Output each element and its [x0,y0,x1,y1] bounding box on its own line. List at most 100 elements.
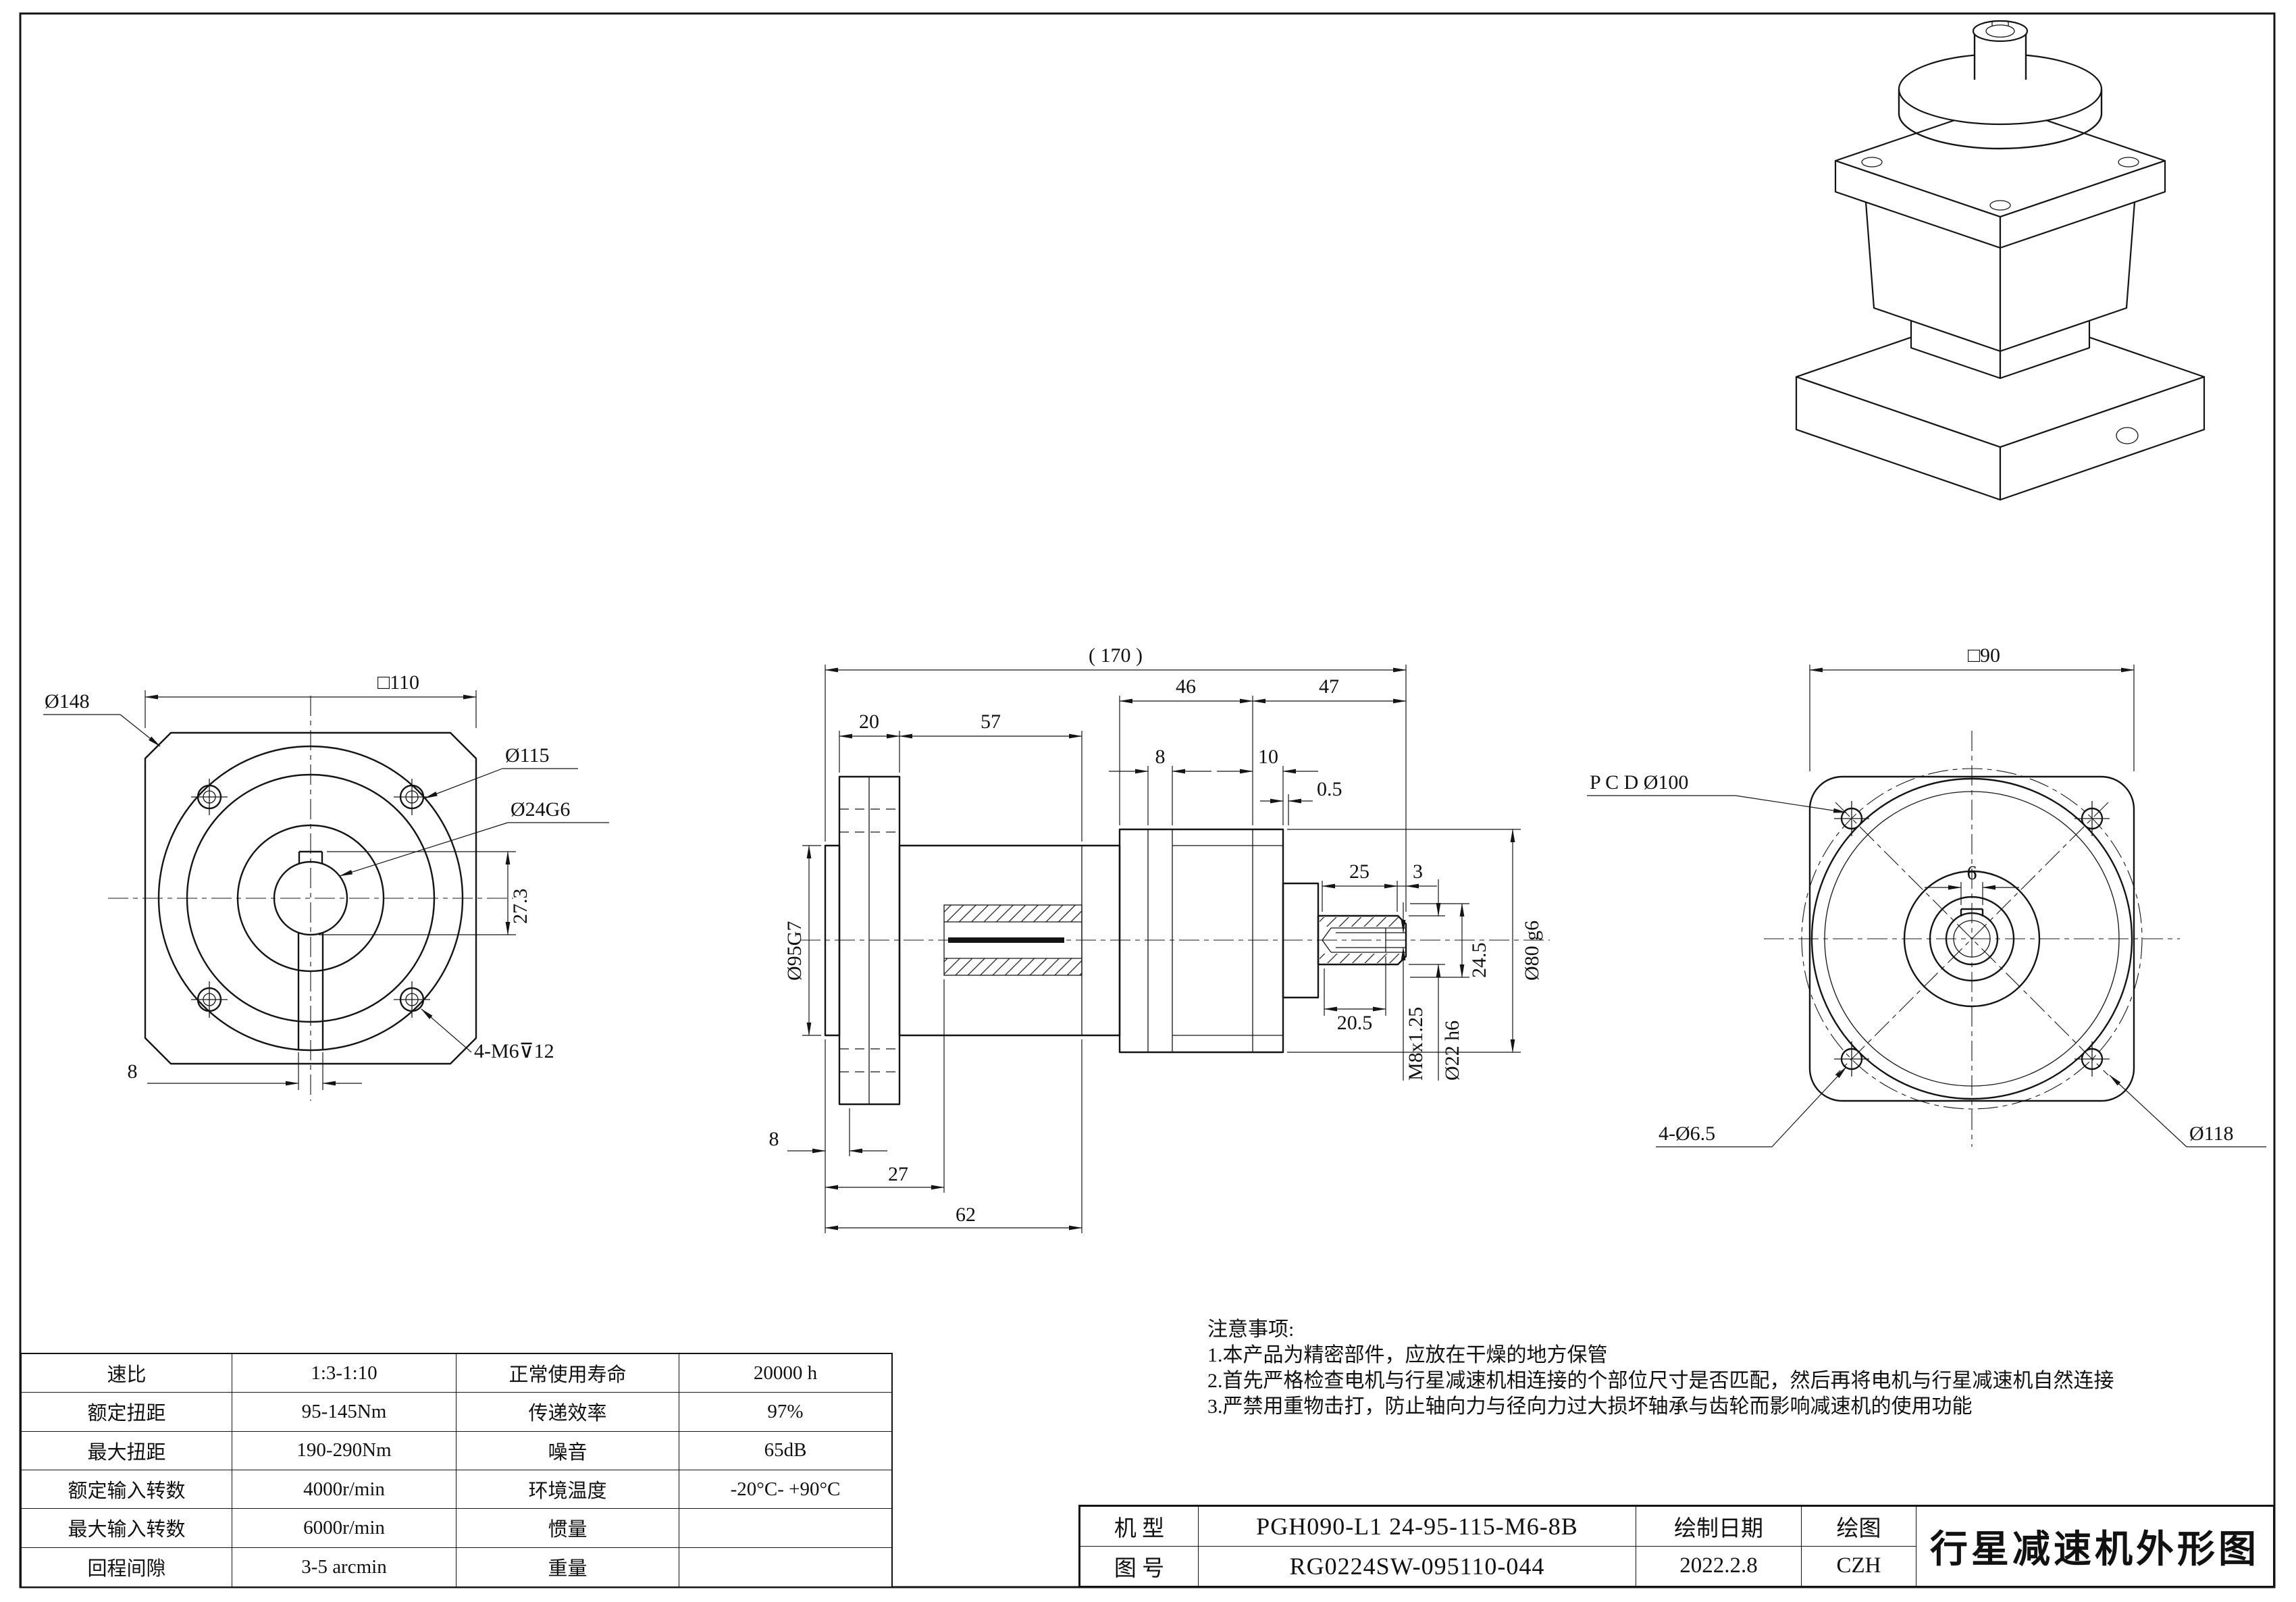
dim-label-6: 6 [1967,862,1977,884]
dim-label-65: 4-Ø6.5 [1659,1122,1715,1145]
dim-side-170: ( 170 ) [825,644,1407,912]
note-line: 3.严禁用重物击打，防止轴向力与径向力过大损坏轴承与齿轮而影响减速机的使用功能 [1207,1395,1973,1418]
notes-block: 注意事项: 1.本产品为精密部件，应放在干燥的地方保管 2.首先严格检查电机与行… [1207,1317,2114,1420]
spec-label: 最大输入转数 [22,1509,232,1548]
drawn-label: 绘图 [1802,1507,1916,1547]
dim-label-90: □90 [1968,644,2000,667]
dim-label-22h6: Ø22 h6 [1441,1020,1463,1081]
iso-base-right [1999,376,2206,501]
spec-label: 正常使用寿命 [456,1354,679,1393]
spec-value: 4000r/min [232,1470,456,1509]
rear-bolt-hole [1834,801,1869,836]
spec-label: 噪音 [456,1431,679,1470]
spec-label: 速比 [22,1354,232,1393]
dim-rear-118: Ø118 [2109,1075,2266,1147]
notes-heading: 注意事项: [1207,1318,1295,1341]
spec-label: 传递效率 [456,1393,679,1432]
rear-centerline-diag1 [1835,802,2109,1076]
front-bolt-hole [394,779,430,815]
dim-front-m6: 4-M6⊽12 [421,1008,554,1062]
iso-shaft-top [1972,20,2029,43]
spec-table: 速比 1:3-1:10 正常使用寿命 20000 h 额定扭距 95-145Nm… [20,1353,893,1588]
spec-value: 95-145Nm [232,1393,456,1432]
dim-label-148: Ø148 [45,690,90,713]
iso-shaft-bore [1985,24,2015,38]
spec-label: 惯量 [456,1509,679,1548]
dim-side-bottom: 8 27 62 [769,979,1082,1233]
dim-label-62: 62 [956,1204,976,1226]
dim-label-273: 27.3 [509,889,531,925]
dim-label-57: 57 [981,710,1001,733]
side-motor-flange [1118,828,1284,1054]
date-label: 绘制日期 [1636,1507,1802,1547]
spec-label: 额定输入转数 [22,1470,232,1509]
dim-label-pcd: P C D Ø100 [1590,771,1688,794]
dim-label-118: Ø118 [2189,1122,2234,1145]
rear-bolt-hole [2075,801,2110,836]
spec-label: 重量 [456,1547,679,1586]
dim-side-m8: M8x1.25 [1401,902,1427,1081]
note-line: 2.首先严格检查电机与行星减速机相连接的个部位尺寸是否匹配，然后再将电机与行星减… [1207,1370,2114,1392]
dim-label-245: 24.5 [1468,943,1490,979]
dim-side-05: 0.5 [1260,778,1342,825]
dim-label-47: 47 [1319,675,1339,698]
dim-label-m8: M8x1.25 [1405,1007,1427,1081]
front-view: □110 Ø148 Ø115 Ø24G6 27.3 8 4-M6⊽12 [43,671,609,1101]
dim-label-10: 10 [1258,746,1278,768]
model-label: 机 型 [1080,1507,1199,1547]
dim-front-110: □110 [145,671,477,728]
dim-side-25-3: 25 3 [1322,860,1437,912]
dim-rear-6: 6 [1925,862,2019,905]
dim-side-245: 24.5 [1410,903,1490,979]
dim-label-8-top: 8 [1155,746,1166,768]
side-output-shaft [1317,914,1407,966]
dim-label-80g6: Ø80 g6 [1521,921,1543,981]
dim-label-27: 27 [888,1163,908,1185]
dim-front-8: 8 [128,1052,362,1090]
note-line: 1.本产品为精密部件，应放在干燥的地方保管 [1207,1344,1608,1366]
dim-label-20: 20 [859,710,879,733]
front-bolt-hole [191,981,228,1018]
drawing-no-value: RG0224SW-095110-044 [1199,1546,1636,1586]
drawn-value: CZH [1802,1546,1916,1586]
dim-side-80g6: Ø80 g6 [1287,829,1543,1053]
spec-label: 环境温度 [456,1470,679,1509]
spec-value: 65dB [679,1432,891,1470]
dim-rear-90: □90 [1809,644,2135,771]
spec-value: 190-290Nm [232,1431,456,1470]
dim-side-95g7: Ø95G7 [783,845,821,1036]
rear-view: □90 P C D Ø100 6 4-Ø6.5 Ø118 [1587,644,2266,1147]
spec-value: -20°C- +90°C [679,1470,891,1509]
dim-label-170: ( 170 ) [1089,644,1143,667]
spec-value: 3-5 arcmin [232,1547,456,1586]
iso-drain-hole [2116,427,2139,444]
side-view: ( 170 ) 46 47 20 57 8 10 0.5 [769,644,1550,1233]
dim-label-46: 46 [1176,675,1196,698]
dim-rear-pcd: P C D Ø100 [1587,771,1847,813]
spec-value [679,1509,891,1548]
dim-side-46-47: 46 47 [1119,675,1407,825]
dim-rear-65: 4-Ø6.5 [1656,1066,1847,1147]
spec-value: 20000 h [679,1354,891,1393]
dim-label-m6: 4-M6⊽12 [474,1040,554,1062]
dim-side-8-10: 8 10 [1109,746,1318,825]
spec-value [679,1548,891,1586]
spec-label: 回程间隙 [22,1547,232,1586]
iso-bolt-hole [1989,200,2011,211]
iso-bolt-hole [1861,157,1883,167]
dim-front-273: 27.3 [319,851,531,935]
front-bolt-hole [191,779,228,815]
front-flange-outline [144,731,477,1065]
spec-label: 最大扭距 [22,1431,232,1470]
side-clamp-slot [948,937,1064,943]
title-block: 机 型 PGH090-L1 24-95-115-M6-8B 绘制日期 绘图 行星… [1078,1505,2275,1588]
date-value: 2022.2.8 [1636,1546,1802,1586]
spec-value: 97% [679,1393,891,1432]
spec-label: 额定扭距 [22,1393,232,1432]
dim-front-24g6: Ø24G6 [339,798,609,877]
dim-label-8: 8 [128,1060,138,1083]
dim-side-20-57: 20 57 [839,710,1082,842]
iso-flange-right [1999,159,2166,249]
dim-label-24g6: Ø24G6 [511,798,570,821]
